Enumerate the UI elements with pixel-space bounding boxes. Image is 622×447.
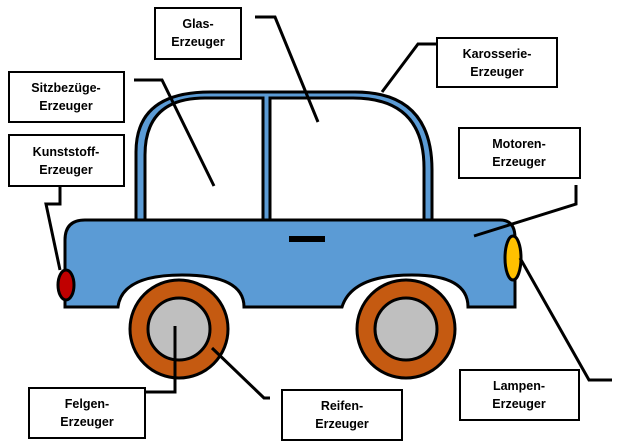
rear-window xyxy=(143,96,265,222)
label-lampen-line2: Erzeuger xyxy=(492,397,546,411)
label-kunststoff-line1: Kunststoff- xyxy=(33,145,100,159)
front-wheel xyxy=(355,278,457,380)
label-glas: Glas- Erzeuger xyxy=(154,7,242,60)
connectors xyxy=(44,15,612,400)
car xyxy=(56,90,523,380)
connector-reifen xyxy=(210,346,270,400)
taillight xyxy=(56,268,76,302)
label-sitzbezuege-line1: Sitzbezüge- xyxy=(31,81,100,95)
label-motoren: Motoren- Erzeuger xyxy=(458,127,581,179)
label-glas-line1: Glas- xyxy=(182,17,213,31)
connector-kunststoff xyxy=(44,186,62,271)
label-reifen-line1: Reifen- xyxy=(321,399,363,413)
connector-karosserie xyxy=(380,42,436,93)
label-karosserie-line1: Karosserie- xyxy=(463,47,532,61)
connector-glas xyxy=(255,15,320,123)
connector-motoren xyxy=(473,185,578,238)
connector-lampen xyxy=(518,257,612,382)
label-lampen: Lampen- Erzeuger xyxy=(459,369,580,421)
label-reifen-line2: Erzeuger xyxy=(315,417,369,431)
headlight xyxy=(503,234,523,282)
label-kunststoff-line2: Erzeuger xyxy=(39,163,93,177)
label-felgen: Felgen- Erzeuger xyxy=(28,387,146,439)
label-reifen: Reifen- Erzeuger xyxy=(281,389,403,441)
door-handle xyxy=(289,236,325,242)
label-felgen-line1: Felgen- xyxy=(65,397,109,411)
label-felgen-line2: Erzeuger xyxy=(60,415,114,429)
label-lampen-line1: Lampen- xyxy=(493,379,545,393)
front-window xyxy=(268,96,426,222)
label-motoren-line2: Erzeuger xyxy=(492,155,546,169)
label-sitzbezuege-line2: Erzeuger xyxy=(39,99,93,113)
car-body xyxy=(63,218,517,309)
label-motoren-line1: Motoren- xyxy=(492,137,545,151)
label-sitzbezuege: Sitzbezüge- Erzeuger xyxy=(8,71,125,123)
label-karosserie-line2: Erzeuger xyxy=(470,65,524,79)
connector-sitzbezuege xyxy=(134,78,216,187)
label-kunststoff: Kunststoff- Erzeuger xyxy=(8,134,125,187)
rear-wheel xyxy=(128,278,230,380)
connector-felgen xyxy=(145,326,177,394)
label-karosserie: Karosserie- Erzeuger xyxy=(436,37,558,88)
label-glas-line2: Erzeuger xyxy=(171,35,225,49)
